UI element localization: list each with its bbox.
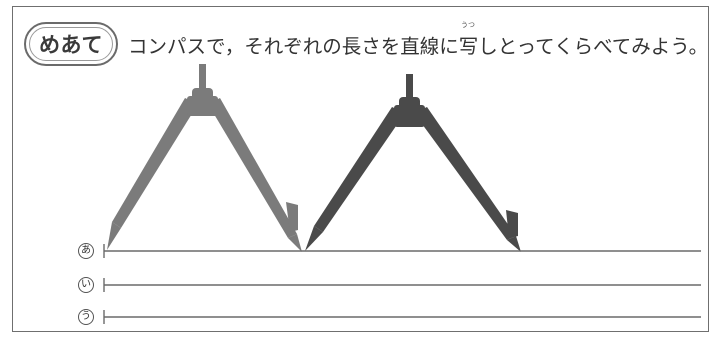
header: めあて コンパスで，それぞれの長さを直線に写しとってくらべてみよう。 うつ (24, 21, 709, 66)
row-mark-i: い (78, 277, 94, 293)
goal-text: コンパスで，それぞれの長さを直線に写しとってくらべてみよう。 うつ (128, 21, 709, 59)
row-mark-a: あ (78, 243, 94, 259)
goal-sentence: コンパスで，それぞれの長さを直線に写しとってくらべてみよう。 (128, 34, 709, 58)
compass-icon (305, 74, 521, 252)
compass-icon (107, 64, 302, 252)
line-a (103, 244, 701, 258)
line-u (103, 310, 701, 324)
goal-badge: めあて (24, 22, 118, 66)
goal-badge-label: めあて (38, 33, 104, 57)
furigana: うつ (461, 20, 475, 29)
row-mark-u: う (78, 309, 94, 325)
line-i (103, 278, 701, 292)
